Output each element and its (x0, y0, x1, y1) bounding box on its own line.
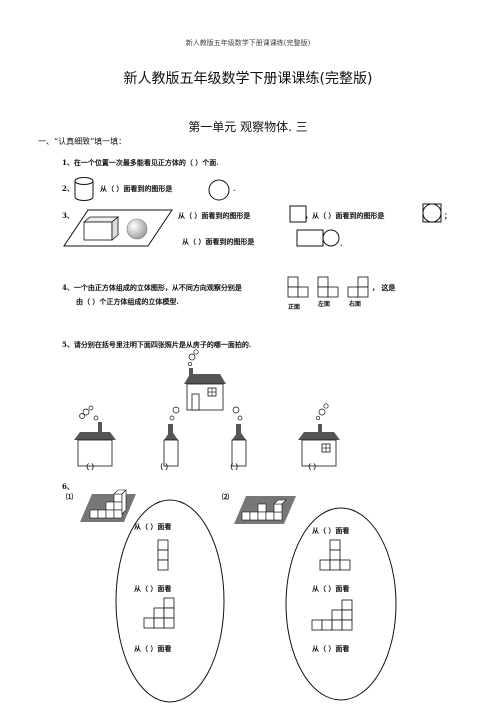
question-1: 1、在一个位置一次最多能看见正方体的（ ）个面. (62, 158, 219, 167)
question-4-line-2: 由（ ）个正方体组成的立体模型. (76, 297, 179, 306)
part-2-block-figure (234, 496, 296, 524)
rect-and-circle-view-answer (296, 229, 340, 247)
part-1-view-label-1: 从（ ）面看 (134, 522, 172, 531)
part-2-view-label-2: 从（ ）面看 (312, 584, 350, 593)
photo-2-answer-blank[interactable]: （ ） (156, 462, 173, 471)
question-2-number: 2、 (62, 184, 74, 193)
photo-1-answer-blank[interactable]: （ ） (82, 462, 99, 471)
photo-2-house (163, 406, 180, 467)
part-1-view-1-grid (157, 539, 169, 571)
part-1-view-label-2: 从（ ）面看 (134, 584, 172, 593)
circle-in-square-view-answer (422, 203, 442, 223)
question-6-number: 6、 (62, 482, 74, 491)
section-1-title: 一、“认真细致”填一填： (38, 137, 127, 146)
document-title: 新人教版五年级数学下册课课练(完整版) (123, 71, 373, 87)
view-label-right: 右面 (349, 301, 362, 308)
question-3-semicolon: ； (444, 211, 451, 220)
part-2-answer-ellipse (285, 507, 397, 701)
view-label-left: 左面 (318, 301, 331, 308)
photo-4-house (298, 403, 340, 467)
question-3-part-a: 从（ ）面看到的图形是 (178, 211, 251, 220)
unit-title: 第一单元 观察物体. 三 (188, 120, 308, 134)
question-6-part-2-label: ⑵ (222, 492, 229, 501)
question-2-period: . (233, 184, 236, 193)
running-head: 新人教版五年级数学下册课课练(完整版) (185, 39, 311, 47)
part-1-view-2-grid (143, 597, 175, 629)
photo-4-answer-blank[interactable]: （ ） (304, 462, 321, 471)
question-3-part-b: ，从（ ）面看到的图形是 (305, 211, 385, 220)
photo-1-house (74, 405, 116, 467)
part-2-view-label-1: 从（ ）面看 (312, 526, 350, 535)
question-3-period: . (340, 239, 343, 248)
question-3-number: 3、 (62, 211, 74, 220)
cylinder-figure (74, 177, 94, 201)
question-3-part-c: 从（ ）面看到的图形是 (182, 237, 255, 246)
house-illustration (184, 349, 226, 411)
question-6-part-1-label: ⑴ (66, 492, 73, 501)
part-2-view-2-grid (311, 599, 353, 631)
part-1-block-figure (80, 489, 136, 522)
question-4-line-1: 4、一个由正方体组成的立体图形，从不同方向观察分别是 (62, 283, 242, 292)
three-views-figure (287, 276, 369, 298)
circle-view-answer (208, 179, 230, 201)
question-4-line-1-end: ， 这是 (372, 283, 396, 292)
photo-3-house (231, 406, 247, 467)
view-label-front: 正面 (288, 304, 301, 311)
cuboid-and-sphere-figure (63, 209, 173, 247)
square-view-answer (289, 205, 307, 223)
part-2-view-label-3: 从（ ）面看 (312, 644, 350, 653)
question-2-text: 从（ ）面看到的图形是 (100, 184, 173, 193)
question-5: 5、请分别在括号里注明下面四张照片是从房子的哪一面拍的. (62, 340, 252, 349)
part-2-view-1-grid (319, 539, 351, 571)
part-1-view-label-3: 从（ ）面看 (134, 644, 172, 653)
photo-3-answer-blank[interactable]: （ ） (226, 462, 243, 471)
